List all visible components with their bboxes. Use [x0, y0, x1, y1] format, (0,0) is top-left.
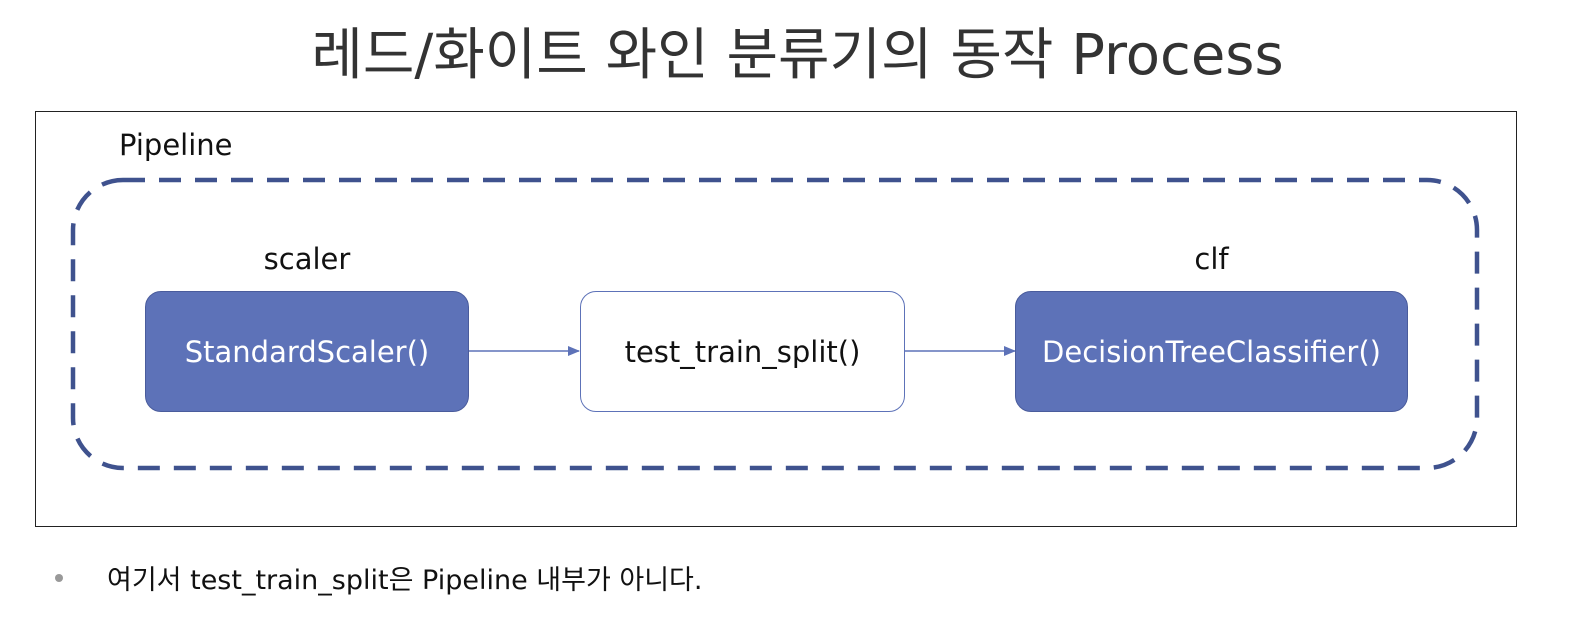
test-train-split-label: test_train_split()	[624, 334, 861, 369]
note-text: 여기서 test_train_split은 Pipeline 내부가 아니다.	[107, 565, 703, 596]
bullet-dot-icon	[55, 573, 63, 582]
diagram-frame	[35, 111, 1517, 527]
page-title: 레드/화이트 와인 분류기의 동작 Process	[311, 23, 1284, 88]
note-bullet: 여기서 test_train_split은 Pipeline 내부가 아니다.	[55, 558, 702, 597]
decision-tree-classifier-label: DecisionTreeClassifier()	[1042, 334, 1381, 369]
test-train-split-box: test_train_split()	[580, 291, 905, 412]
standard-scaler-label: StandardScaler()	[184, 334, 430, 369]
pipeline-label: Pipeline	[119, 128, 233, 162]
step-name-clf: clf	[1194, 242, 1229, 276]
standard-scaler-box: StandardScaler()	[145, 291, 469, 412]
step-name-scaler: scaler	[263, 242, 351, 276]
decision-tree-classifier-box: DecisionTreeClassifier()	[1015, 291, 1408, 412]
pipeline-dashed-boundary	[70, 177, 1480, 471]
